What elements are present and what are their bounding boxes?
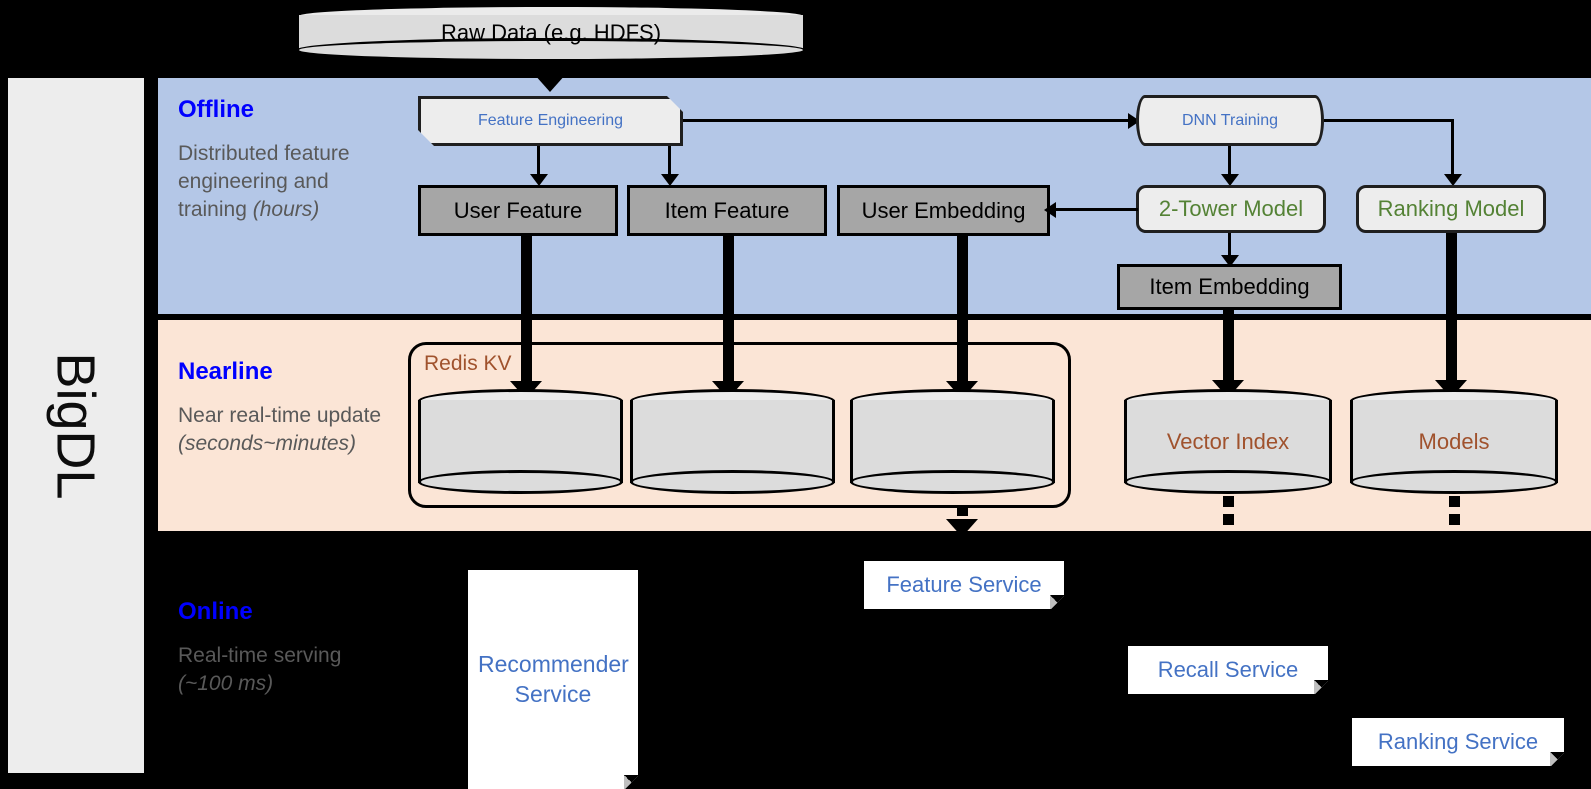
dash-models-1 (1449, 496, 1460, 507)
models-label: Models (1418, 428, 1490, 454)
dnn-training-node[interactable]: DNN Training (1136, 95, 1324, 146)
recall-service-label: Recall Service (1157, 657, 1299, 682)
ranking-model-node[interactable]: Ranking Model (1356, 185, 1546, 233)
item-embedding-node[interactable]: Item Embedding (1117, 264, 1342, 310)
redis-kv-container (408, 342, 1071, 508)
pipe-rankingmodel-models (1446, 233, 1457, 390)
feature-service-card[interactable]: Feature Service (864, 561, 1064, 609)
pipe-userfeature-store (521, 236, 532, 391)
connector-dnn-ranking-h (1324, 119, 1454, 122)
item-feature-node[interactable]: Item Feature (627, 185, 827, 236)
feature-engineering-node[interactable]: Feature Engineering (418, 96, 683, 146)
user-embedding-node[interactable]: User Embedding (837, 185, 1050, 236)
connector-twotower-userembedding (1052, 208, 1138, 211)
dnn-training-label: DNN Training (1181, 111, 1279, 129)
dash-vectorindex-2 (1223, 514, 1234, 525)
connector-rawdata-fe (546, 60, 553, 78)
vector-index-cylinder[interactable]: Vector Index (1124, 389, 1332, 494)
kv-store-user-feature[interactable] (418, 389, 623, 494)
online-title: Online (178, 598, 253, 625)
two-tower-model-node[interactable]: 2-Tower Model (1136, 185, 1326, 233)
arrowhead-fe-itemfeature (661, 174, 679, 186)
ranking-service-label: Ranking Service (1377, 729, 1539, 754)
dash-models-2 (1449, 514, 1460, 525)
arrowhead-dnn-ranking (1444, 174, 1462, 186)
connector-fe-userfeature (537, 146, 540, 178)
dash-vectorindex-1 (1223, 496, 1234, 507)
bigdl-sidebar: BigDL (8, 78, 144, 773)
pipe-userembedding-store (957, 236, 968, 391)
connector-dnn-twotower (1228, 146, 1231, 178)
connector-fe-dnn (683, 119, 1134, 122)
bigdl-label: BigDL (46, 351, 107, 500)
pipe-itememb-vectorindex (1223, 310, 1234, 390)
nearline-title: Nearline (178, 358, 273, 385)
recommender-service-card[interactable]: Recommender Service (468, 570, 638, 789)
vector-index-label: Vector Index (1166, 428, 1290, 454)
ranking-service-card[interactable]: Ranking Service (1352, 718, 1564, 766)
item-embedding-label: Item Embedding (1149, 274, 1310, 299)
offline-title: Offline (178, 96, 254, 123)
pipe-itemfeature-store (723, 236, 734, 391)
feature-service-label: Feature Service (886, 572, 1042, 597)
item-feature-label: Item Feature (664, 197, 790, 223)
recommender-service-label: Recommender Service (478, 650, 629, 707)
kv-store-user-embedding[interactable] (850, 389, 1055, 494)
kv-store-item-feature[interactable] (630, 389, 835, 494)
user-embedding-label: User Embedding (861, 197, 1026, 223)
raw-data-label: Raw Data (e.g. HDFS) (440, 20, 662, 45)
dash-redis-featureservice (957, 505, 968, 516)
arrowhead-rawdata-fe (534, 74, 566, 92)
ranking-model-label: Ranking Model (1377, 196, 1525, 221)
connector-twotower-itememb (1228, 233, 1231, 259)
user-feature-node[interactable]: User Feature (418, 185, 618, 236)
redis-kv-label: Redis KV (424, 352, 512, 375)
two-tower-model-label: 2-Tower Model (1158, 196, 1304, 221)
models-cylinder[interactable]: Models (1350, 389, 1558, 494)
arrowhead-redis-featureservice (946, 519, 978, 537)
user-feature-label: User Feature (453, 197, 583, 223)
recall-service-card[interactable]: Recall Service (1128, 646, 1328, 694)
arrowhead-fe-userfeature (530, 174, 548, 186)
online-description: Real-time serving (~100 ms) (178, 644, 342, 695)
connector-dnn-ranking-v (1451, 119, 1454, 178)
arrowhead-twotower-userembedding (1044, 202, 1056, 218)
arrowhead-dnn-twotower (1221, 174, 1239, 186)
connector-fe-itemfeature (668, 146, 671, 178)
nearline-description: Near real-time update (seconds~minutes) (178, 404, 382, 455)
raw-data-cylinder: Raw Data (e.g. HDFS) (296, 4, 806, 62)
feature-engineering-label: Feature Engineering (478, 112, 623, 129)
offline-description: Distributed feature engineering and trai… (178, 142, 350, 221)
